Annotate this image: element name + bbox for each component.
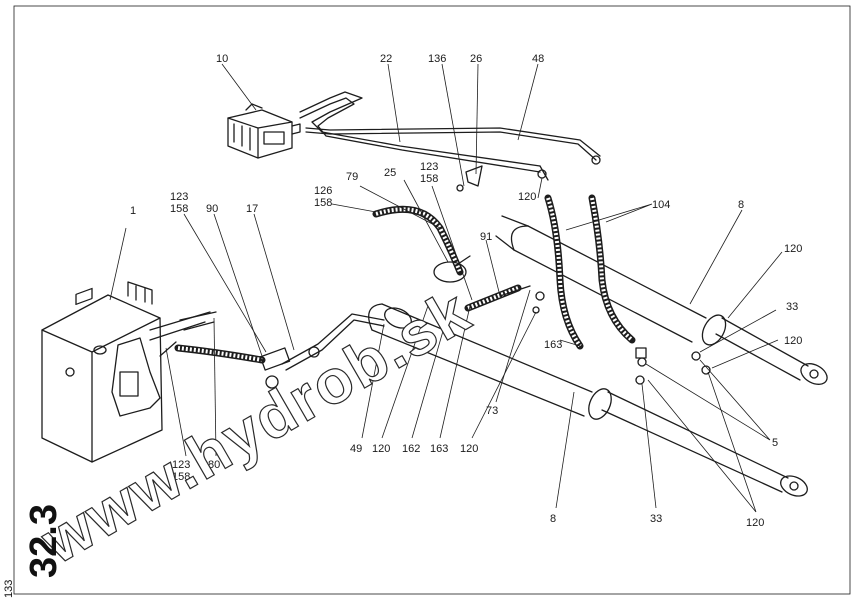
- tank-assembly: [41, 281, 211, 463]
- callout-26: 26: [470, 53, 482, 65]
- callout-120-b: 120: [784, 243, 802, 255]
- callout-123-c: 123: [172, 459, 190, 471]
- callout-8-a: 8: [738, 199, 744, 211]
- callout-8-b: 8: [550, 513, 556, 525]
- callout-120-f: 120: [746, 517, 764, 529]
- callout-80: 80: [208, 459, 220, 471]
- callouts: 1 10 22 136 26 48 123 158 90 17 126 158 …: [130, 53, 802, 529]
- pipes-fittings: [179, 165, 711, 389]
- callout-10: 10: [216, 53, 228, 65]
- callout-163-b: 163: [430, 443, 448, 455]
- callout-120-e: 120: [460, 443, 478, 455]
- callout-79: 79: [346, 171, 358, 183]
- callout-123-a: 123: [170, 191, 188, 203]
- callout-120-c: 120: [784, 335, 802, 347]
- callout-126: 126: [314, 185, 332, 197]
- callout-1: 1: [130, 205, 136, 217]
- watermark: www.hydrob.sk: [30, 276, 483, 577]
- callout-158-a: 158: [170, 203, 188, 215]
- callout-120-a: 120: [518, 191, 536, 203]
- callout-123-b: 123: [420, 161, 438, 173]
- page-number: 133: [3, 580, 15, 598]
- control-valve: [227, 103, 301, 159]
- callout-163-a: 163: [544, 339, 562, 351]
- callout-158-d: 158: [172, 471, 190, 483]
- callout-25: 25: [384, 167, 396, 179]
- callout-90: 90: [206, 203, 218, 215]
- cylinder-lower: [368, 303, 808, 497]
- hoses: [174, 194, 636, 364]
- cylinder-upper: [495, 215, 828, 385]
- callout-49: 49: [350, 443, 362, 455]
- drawing-frame: [13, 5, 851, 595]
- callout-48: 48: [532, 53, 544, 65]
- sheet-number: 32.3: [23, 504, 65, 578]
- callout-158-c: 158: [420, 173, 438, 185]
- leader-lines: [109, 63, 783, 513]
- rigid-pipes: [299, 91, 601, 181]
- callout-5: 5: [772, 437, 778, 449]
- callout-162: 162: [402, 443, 420, 455]
- callout-158-b: 158: [314, 197, 332, 209]
- callout-33-b: 33: [650, 513, 662, 525]
- callout-22: 22: [380, 53, 392, 65]
- callout-91: 91: [480, 231, 492, 243]
- callout-120-d: 120: [372, 443, 390, 455]
- callout-104: 104: [652, 199, 670, 211]
- callout-73: 73: [486, 405, 498, 417]
- callout-33-a: 33: [786, 301, 798, 313]
- callout-136: 136: [428, 53, 446, 65]
- callout-17: 17: [246, 203, 258, 215]
